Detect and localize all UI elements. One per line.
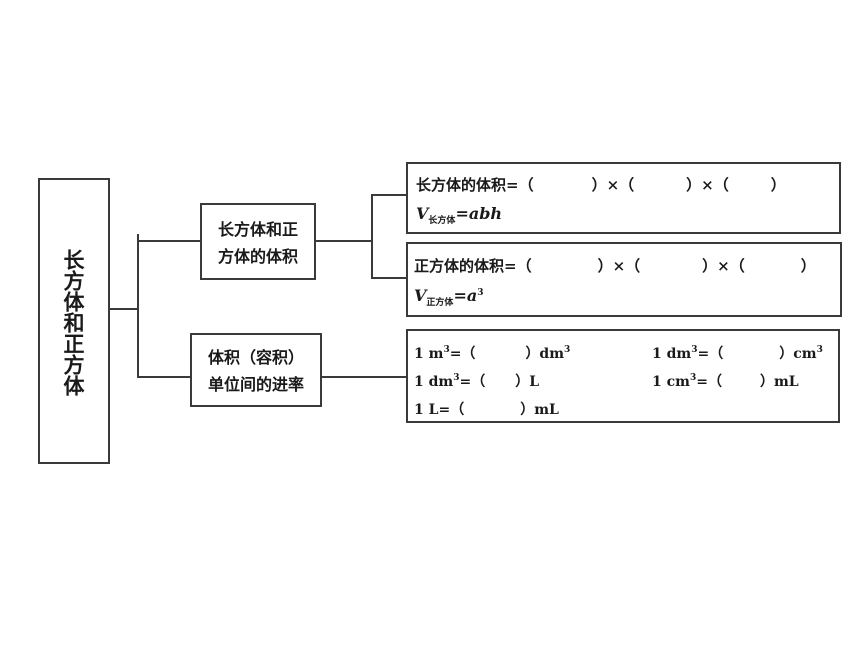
branch-units-line2: 单位间的进率 [207,375,304,394]
root-topic-box: 长方体和正方体 [38,178,110,464]
conversion-right-exp: 3 [564,345,571,355]
cube-close-paren: ） [800,257,816,275]
conversion-l-ml: 1 L=（ ）mL [414,399,559,419]
conversion-right-exp: 3 [816,345,823,355]
conversion-open: =（ [697,346,724,362]
conversion-left-exp: 3 [443,345,450,355]
unit-conversion-box: 1 m3=（）dm3 1 dm3=（）cm3 1 dm3=（）L 1 cm3=（… [406,329,840,423]
cuboid-formula-label: 长方体的体积=（ [416,176,534,194]
cube-exponent: 3 [477,288,484,298]
cube-equation: =a [453,286,478,305]
cube-times-1: ）×（ [597,257,641,275]
connector-right-trunk [371,194,373,279]
cube-formula-line: 正方体的体积=（ ）×（ ）×（ ） [414,255,816,276]
connector-trunk-to-branch2 [137,376,190,378]
connector-branch2-to-units-box [322,376,406,378]
branch-volume-line2: 方体的体积 [217,247,298,266]
conversion-open: =（ [449,346,476,362]
conversion-dm3-l: 1 dm3=（ ）L [414,371,539,391]
cuboid-times-1: ）×（ [591,176,635,194]
conversion-right: ）mL [520,402,559,418]
conversion-left: 1 dm [652,346,692,362]
cuboid-formula-box: 长方体的体积=（ ）×（ ）×（ ） V长方体=abh [406,162,841,234]
cube-formula-symbolic: V正方体=a3 [414,286,484,308]
branch-volume-label: 长方体和正 方体的体积 [202,216,314,270]
conversion-right: ）mL [759,374,799,390]
conversion-left: 1 dm [414,374,454,390]
conversion-right: ）L [515,374,540,390]
conversion-open: =（ [696,374,722,390]
conversion-left: 1 m [414,346,444,362]
conversion-left-exp: 3 [689,373,697,383]
conversion-dm3-cm3: 1 dm3=（）cm3 [652,343,823,363]
branch-volume-box: 长方体和正 方体的体积 [200,203,316,280]
conversion-left: 1 cm [652,374,690,390]
connector-left-trunk [137,234,139,377]
cuboid-formula-line: 长方体的体积=（ ）×（ ）×（ ） [416,174,786,195]
conversion-m3-dm3: 1 m3=（）dm3 [414,343,570,363]
branch-units-line1: 体积（容积） [207,348,304,367]
cube-volume-symbol: V [414,286,427,305]
cuboid-times-2: ）×（ [686,176,729,194]
branch-volume-line1: 长方体和正 [217,220,298,239]
conversion-open: =（ [459,374,486,390]
cube-subscript: 正方体 [426,298,454,308]
branch-units-label: 体积（容积） 单位间的进率 [192,344,320,398]
cube-formula-box: 正方体的体积=（ ）×（ ）×（ ） V正方体=a3 [406,242,842,317]
cuboid-equation: =abh [455,204,503,223]
cube-times-2: ）×（ [702,257,745,275]
connector-trunk-to-branch1 [137,240,200,242]
conversion-open: =（ [438,402,465,418]
cuboid-volume-symbol: V [416,204,429,223]
conversion-right: ）cm [779,346,817,362]
conversion-right: ）dm [525,346,565,362]
connector-root-to-trunk [110,308,138,310]
cube-formula-label: 正方体的体积=（ [414,257,532,275]
connector-branch1-to-right-trunk [316,240,372,242]
conversion-left: 1 L [414,402,439,418]
cuboid-subscript: 长方体 [428,216,456,226]
cuboid-formula-symbolic: V长方体=abh [416,204,503,226]
conversion-left-exp: 3 [453,373,460,383]
branch-units-box: 体积（容积） 单位间的进率 [190,333,322,407]
conversion-cm3-ml: 1 cm3=（ ）mL [652,371,799,391]
conversion-left-exp: 3 [691,345,698,355]
root-topic-title: 长方体和正方体 [61,248,86,396]
connector-to-cube-box [371,277,406,279]
cuboid-close-paren: ） [770,176,786,194]
connector-to-cuboid-box [371,194,406,196]
